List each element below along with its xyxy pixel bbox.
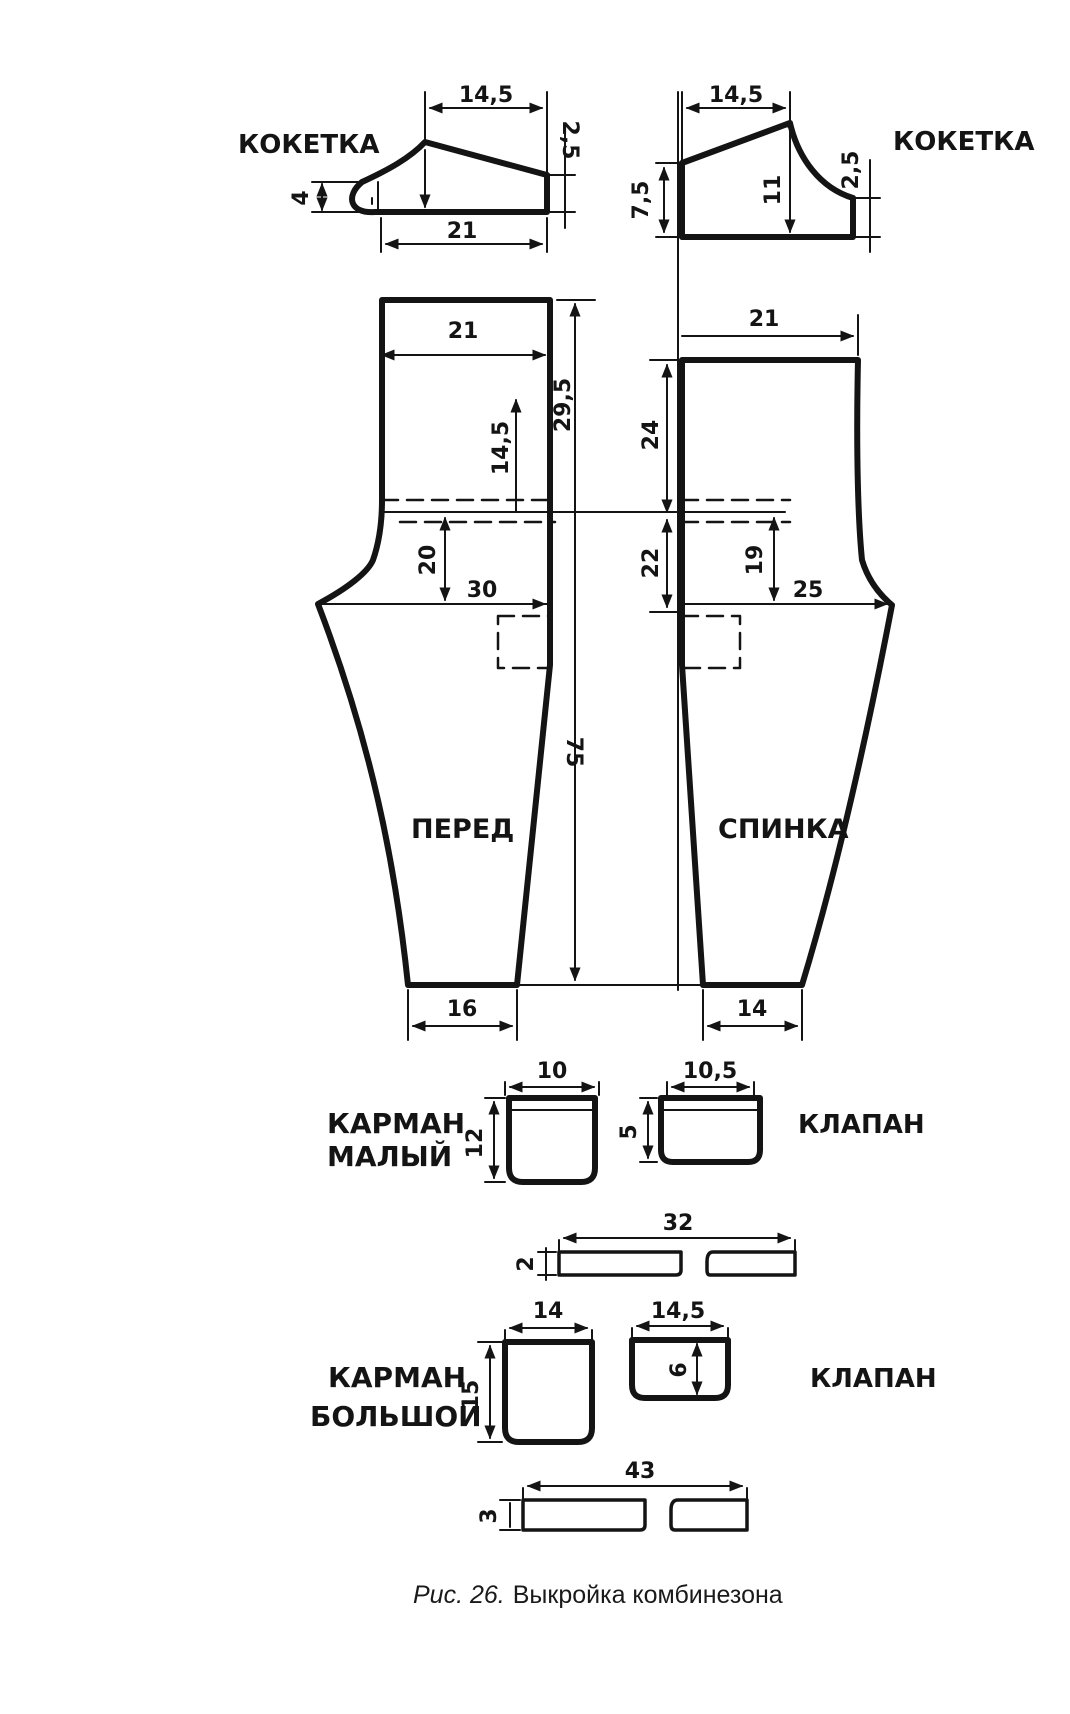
dim-sf-height: 5	[617, 1124, 642, 1139]
dim-bf-width: 14,5	[651, 1299, 705, 1324]
dim-f-crotch-h: 30	[467, 578, 498, 603]
figure-caption: Рис. 26. Выкройка комбинезона	[413, 1581, 783, 1609]
dim-ly-left: 4	[289, 190, 314, 205]
dim-b-crotch-v: 19	[743, 545, 768, 576]
dim-b-waist: 21	[749, 307, 780, 332]
dim-bp-height: 15	[459, 1380, 484, 1411]
front-leg	[315, 297, 596, 1041]
dim-sp-height: 12	[463, 1128, 488, 1159]
dim-strip1-len: 32	[663, 1211, 694, 1236]
dim-strip2-h: 3	[477, 1508, 502, 1523]
strip-32	[537, 1232, 797, 1281]
big-pocket-label-2: БОЛЬШОЙ	[310, 1399, 482, 1433]
dim-b-lower: 22	[639, 548, 664, 579]
dim-f-hem: 16	[447, 997, 478, 1022]
dim-sp-width: 10	[537, 1059, 568, 1084]
dim-b-hem: 14	[737, 997, 768, 1022]
big-flap	[629, 1320, 731, 1401]
small-flap-label: КЛАПАН	[798, 1110, 925, 1140]
dim-f-crotch-v: 20	[416, 545, 441, 576]
yoke-left-label: КОКЕТКА	[238, 130, 379, 160]
front-label: ПЕРЕД	[411, 814, 514, 845]
caption-title: Выкройка комбинезона	[513, 1581, 783, 1609]
yoke-right-label: КОКЕТКА	[893, 127, 1034, 157]
dim-b-upper: 24	[639, 420, 664, 451]
small-flap	[639, 1081, 763, 1165]
dim-ly-right: 2,5	[557, 121, 582, 160]
big-pocket-label-1: КАРМАН	[328, 1361, 466, 1394]
dim-sf-width: 10,5	[683, 1059, 737, 1084]
back-label: СПИНКА	[718, 814, 849, 845]
dim-strip2-len: 43	[625, 1459, 656, 1484]
dim-f-rise: 14,5	[489, 421, 514, 475]
right-yoke	[655, 91, 881, 253]
left-yoke	[311, 91, 576, 253]
construction-lines	[381, 91, 786, 991]
small-pocket	[484, 1081, 600, 1185]
dim-bf-height: 6	[667, 1362, 692, 1377]
big-pocket	[477, 1322, 595, 1445]
dim-ly-top: 14,5	[459, 83, 513, 108]
small-pocket-label-2: МАЛЫЙ	[327, 1139, 452, 1173]
dim-ry-left: 7,5	[629, 181, 654, 220]
caption-fig-number: Рис. 26.	[413, 1581, 505, 1609]
dim-f-height: 29,5	[551, 378, 576, 432]
dim-bp-width: 14	[533, 1299, 564, 1324]
dim-f-waist: 21	[448, 319, 479, 344]
small-pocket-label-1: КАРМАН	[327, 1107, 465, 1140]
big-flap-label: КЛАПАН	[810, 1364, 937, 1394]
dim-ry-top: 14,5	[709, 83, 763, 108]
dim-strip1-h: 2	[514, 1256, 539, 1271]
dim-b-crotch-h: 25	[793, 578, 824, 603]
dim-ry-right: 2,5	[839, 151, 864, 190]
dim-ry-mid: 11	[761, 175, 786, 206]
dim-ly-bottom: 21	[447, 219, 478, 244]
dim-f-length: 75	[561, 737, 586, 768]
strip-43	[499, 1480, 749, 1532]
back-leg	[649, 314, 895, 1041]
